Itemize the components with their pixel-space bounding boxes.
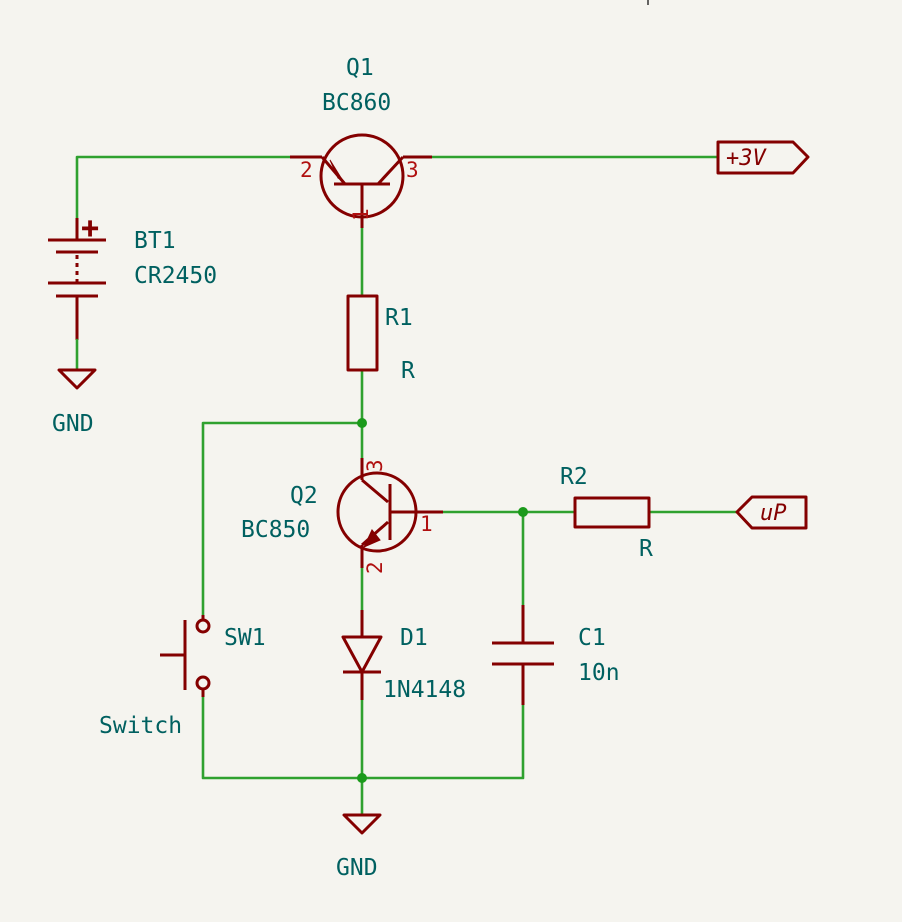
- r1-body: [346, 294, 379, 372]
- q1-pin-2: 2: [300, 158, 313, 182]
- q2-value: BC850: [241, 517, 310, 543]
- r2-ref: R2: [560, 464, 588, 490]
- gnd-symbol-bottom[interactable]: GND: [336, 813, 382, 881]
- q2-collector-diag: [361, 478, 389, 504]
- r2-body: [573, 496, 651, 529]
- q2-pin-1: 1: [420, 512, 433, 536]
- sw1-switch[interactable]: SW1 Switch: [99, 615, 266, 739]
- r1-value: R: [401, 358, 415, 384]
- up-flag-outline: [735, 495, 808, 530]
- sw1-contact-bottom: [195, 675, 211, 691]
- bt1-ref: BT1: [134, 228, 176, 254]
- junctions: [357, 418, 528, 783]
- d1-value: 1N4148: [383, 677, 466, 703]
- q2-emitter-arrow: [362, 529, 381, 548]
- q1-emitter-arrow: [329, 159, 344, 182]
- gnd-bottom-label: GND: [336, 855, 378, 881]
- r1-resistor[interactable]: R1 R: [346, 294, 415, 384]
- up-flag-label: uP: [760, 501, 787, 526]
- r2-value: R: [639, 536, 653, 562]
- sw1-ref: SW1: [224, 625, 266, 651]
- r1-ref: R1: [385, 305, 413, 331]
- wire-node-to-switch: [201, 421, 364, 617]
- q1-collector-diag: [376, 155, 405, 186]
- bt1-plus: +: [80, 214, 100, 242]
- junction-gnd-node: [357, 773, 367, 783]
- q1-pin-1: 1: [349, 208, 373, 221]
- v3-flag-label: +3V: [726, 146, 767, 171]
- q1-transistor[interactable]: 1 2 3 Q1 BC860: [290, 55, 432, 228]
- d1-diode[interactable]: D1 1N4148: [341, 610, 466, 703]
- gnd-symbol-left[interactable]: GND: [52, 368, 97, 437]
- q2-ref: Q2: [290, 483, 318, 509]
- q2-pin-2: 2: [363, 561, 387, 574]
- v3-flag-outline: [716, 140, 810, 175]
- q2-pin-3: 3: [363, 459, 387, 472]
- c1-value: 10n: [578, 660, 620, 686]
- c1-ref: C1: [578, 625, 606, 651]
- bt1-value: CR2450: [134, 263, 217, 289]
- junction-base-node: [518, 507, 528, 517]
- v3-power-flag[interactable]: +3V: [716, 140, 810, 175]
- r2-resistor[interactable]: R2 R: [560, 464, 653, 562]
- wires: [75, 155, 739, 817]
- gnd-left-label: GND: [52, 411, 94, 437]
- gnd-bottom-triangle: [342, 813, 382, 835]
- q1-value: BC860: [322, 90, 391, 116]
- gnd-left-triangle: [57, 368, 97, 390]
- up-input-flag[interactable]: uP: [735, 495, 808, 530]
- bt1-battery[interactable]: + BT1 CR2450: [48, 214, 217, 370]
- junction-r1-node: [357, 418, 367, 428]
- q1-ref: Q1: [346, 55, 374, 81]
- d1-triangle: [341, 635, 383, 674]
- q1-pin-3: 3: [406, 158, 419, 182]
- sw1-value: Switch: [99, 713, 182, 739]
- sw1-contact-top: [195, 618, 211, 634]
- q2-transistor[interactable]: 1 2 3 Q2 BC850: [241, 458, 443, 574]
- c1-capacitor[interactable]: C1 10n: [492, 605, 620, 705]
- d1-ref: D1: [400, 625, 428, 651]
- wire-battery-to-q1: [75, 155, 292, 220]
